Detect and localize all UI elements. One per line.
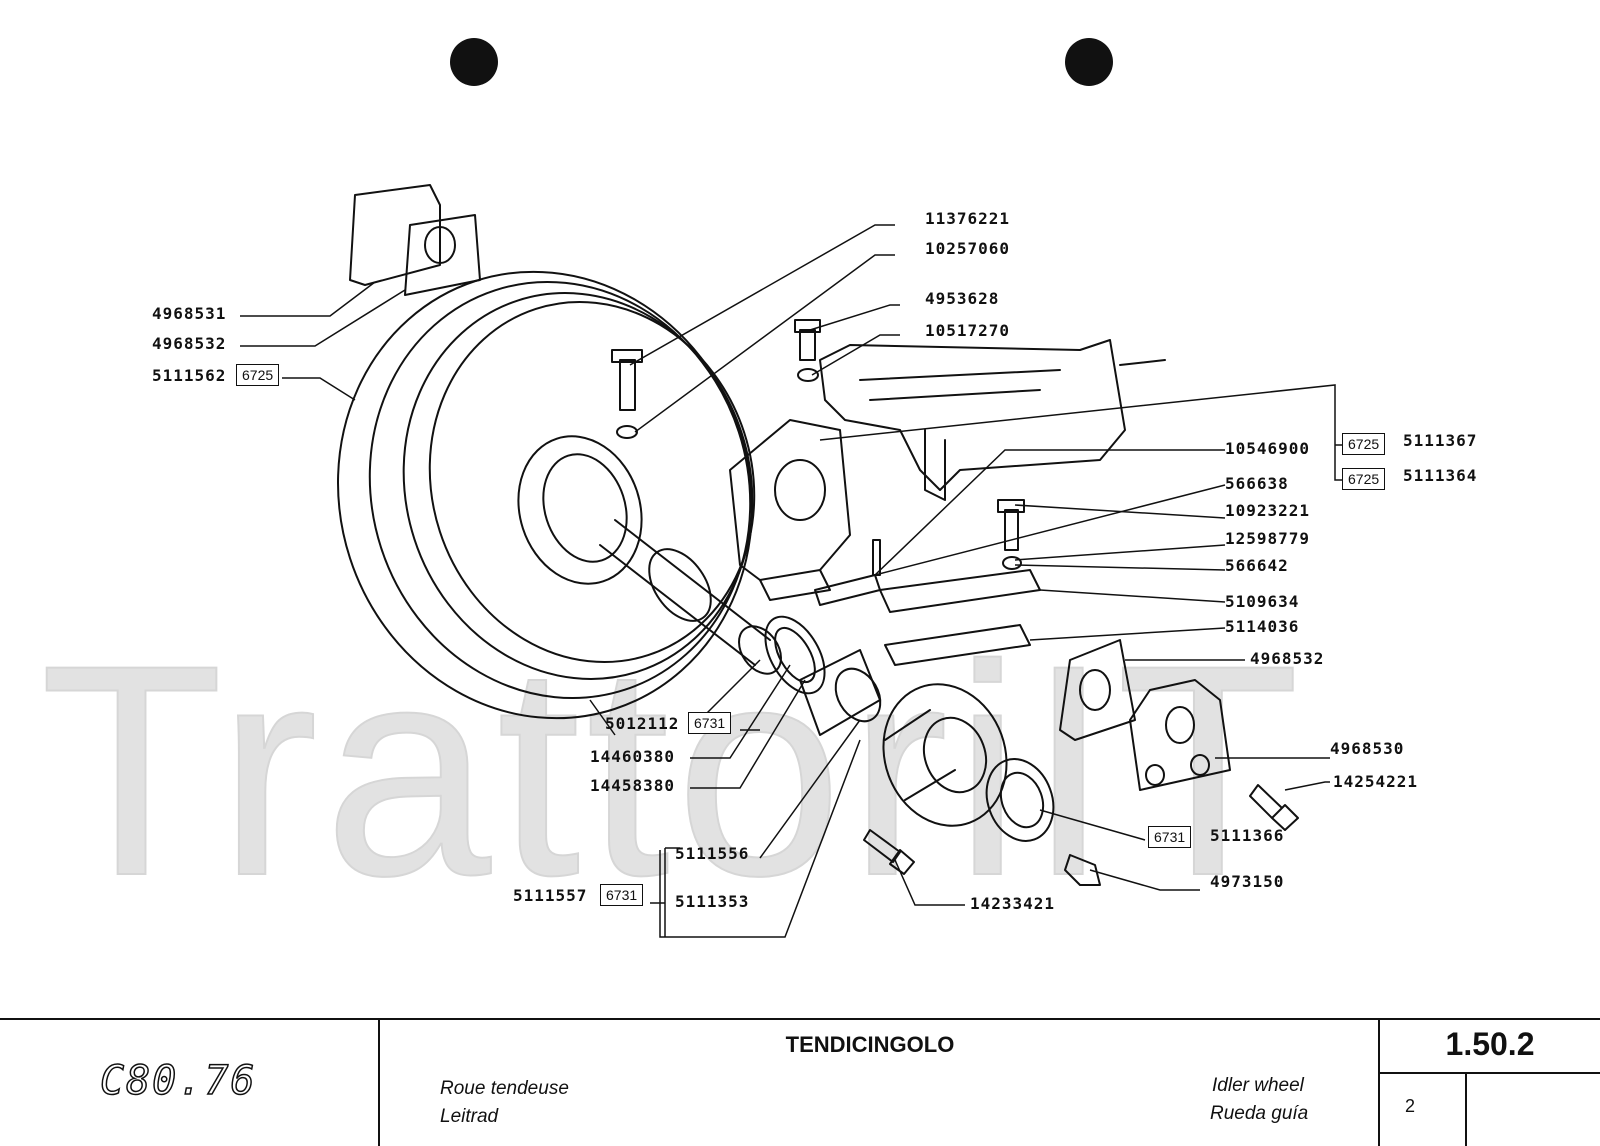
plug-4973150	[1064, 854, 1101, 886]
label-4968532-bottom: 4968532	[1250, 649, 1325, 668]
label-5111367: 5111367	[1403, 431, 1478, 450]
label-5111366: 5111366	[1210, 826, 1285, 845]
label-10517270: 10517270	[925, 321, 1011, 340]
box-5111562: 6725	[236, 364, 280, 386]
label-566642: 566642	[1225, 556, 1289, 575]
seal-ring-inner	[774, 626, 816, 684]
bracket	[729, 419, 851, 601]
label-14460380: 14460380	[590, 747, 676, 766]
label-5111556: 5111556	[675, 844, 750, 863]
punch-hole-left	[450, 38, 498, 86]
plate-4968532b	[1059, 639, 1136, 741]
label-14254221: 14254221	[1333, 772, 1419, 791]
label-5111557: 5111557	[513, 886, 588, 905]
divider-4	[1465, 1072, 1467, 1146]
bolt-14254221	[1249, 784, 1299, 831]
title-en: Idler wheel	[1212, 1075, 1304, 1096]
label-566638: 566638	[1225, 474, 1289, 493]
label-10546900: 10546900	[1225, 439, 1311, 458]
label-10257060: 10257060	[925, 239, 1011, 258]
model-logo: C80.76	[99, 1057, 257, 1105]
title-es: Rueda guía	[1210, 1103, 1309, 1124]
divider-3	[1378, 1072, 1600, 1074]
label-4953628: 4953628	[925, 289, 1000, 308]
page-number: 1.50.2	[1445, 1026, 1535, 1062]
label-5111562: 5111562	[152, 366, 227, 385]
threaded-ring	[985, 758, 1055, 842]
box-5111366: 6731	[1148, 826, 1192, 848]
punch-hole-right	[1065, 38, 1113, 86]
divider-1	[378, 1020, 380, 1146]
wedge-4968531	[349, 184, 441, 286]
bolt-11376221	[611, 349, 643, 411]
divider-2	[1378, 1020, 1380, 1146]
label-4973150: 4973150	[1210, 872, 1285, 891]
idler-shaft	[599, 519, 782, 675]
box-5111557: 6731	[600, 884, 644, 906]
label-4968532-top: 4968532	[152, 334, 227, 353]
bolt-10923221	[997, 499, 1025, 551]
wedge-4968530	[1129, 679, 1231, 791]
page-title: TENDICINGOLO	[785, 1032, 955, 1057]
label-4968531: 4968531	[152, 304, 227, 323]
sheet-number: 2	[1405, 1096, 1416, 1116]
exploded-parts-drawing	[240, 184, 1345, 938]
label-4968530: 4968530	[1330, 739, 1405, 758]
label-5012112: 5012112	[605, 714, 680, 733]
plate-5109634	[879, 569, 1041, 613]
hub	[882, 683, 1008, 827]
label-14458380: 14458380	[590, 776, 676, 795]
plate-4968532a	[404, 214, 481, 296]
title-de: Leitrad	[440, 1106, 499, 1127]
label-10923221: 10923221	[1225, 501, 1311, 520]
box-5111367: 6725	[1342, 433, 1386, 455]
seal-ring	[764, 615, 826, 695]
bushing-end	[834, 667, 882, 723]
bolt-4953628	[794, 319, 821, 361]
frame	[819, 339, 1166, 501]
label-5111353: 5111353	[675, 892, 750, 911]
box-5012112: 6731	[688, 712, 732, 734]
label-5111364: 5111364	[1403, 466, 1478, 485]
label-12598779: 12598779	[1225, 529, 1311, 548]
pin-566638	[872, 539, 881, 576]
plate-5114036	[884, 624, 1031, 666]
title-fr: Roue tendeuse	[440, 1078, 569, 1099]
label-14233421: 14233421	[970, 894, 1056, 913]
label-5114036: 5114036	[1225, 617, 1300, 636]
title-block: C80.76 TENDICINGOLO Roue tendeuse Leitra…	[0, 1018, 1600, 1146]
label-11376221: 11376221	[925, 209, 1011, 228]
box-5111364: 6725	[1342, 468, 1386, 490]
bolt-14233421	[863, 829, 915, 875]
label-5109634: 5109634	[1225, 592, 1300, 611]
